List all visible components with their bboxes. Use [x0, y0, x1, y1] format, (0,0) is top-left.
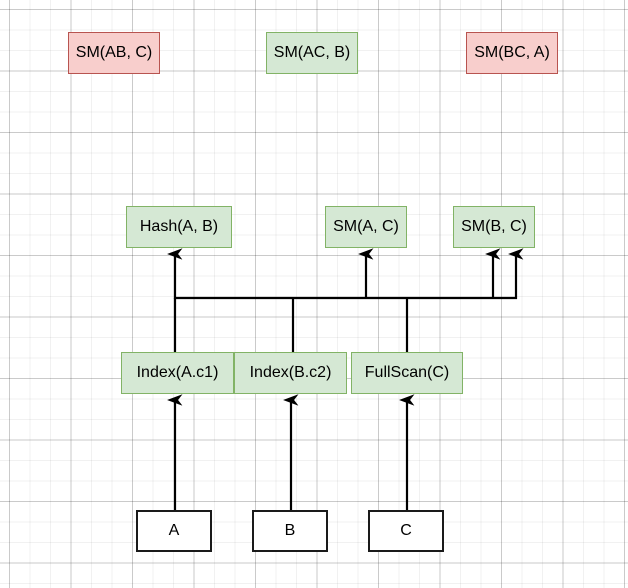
node-hash-a-b[interactable]: Hash(A, B) [126, 206, 232, 248]
node-sm-ab-c[interactable]: SM(AB, C) [68, 32, 160, 74]
node-index-a-c1[interactable]: Index(A.c1) [121, 352, 234, 394]
node-sm-bc-a[interactable]: SM(BC, A) [466, 32, 558, 74]
node-relation-a[interactable]: A [136, 510, 212, 552]
node-index-b-c2[interactable]: Index(B.c2) [234, 352, 347, 394]
node-fullscan-c[interactable]: FullScan(C) [351, 352, 463, 394]
node-relation-b[interactable]: B [252, 510, 328, 552]
node-sm-ac-b[interactable]: SM(AC, B) [266, 32, 358, 74]
node-sm-b-c[interactable]: SM(B, C) [453, 206, 535, 248]
node-sm-a-c[interactable]: SM(A, C) [325, 206, 407, 248]
node-relation-c[interactable]: C [368, 510, 444, 552]
